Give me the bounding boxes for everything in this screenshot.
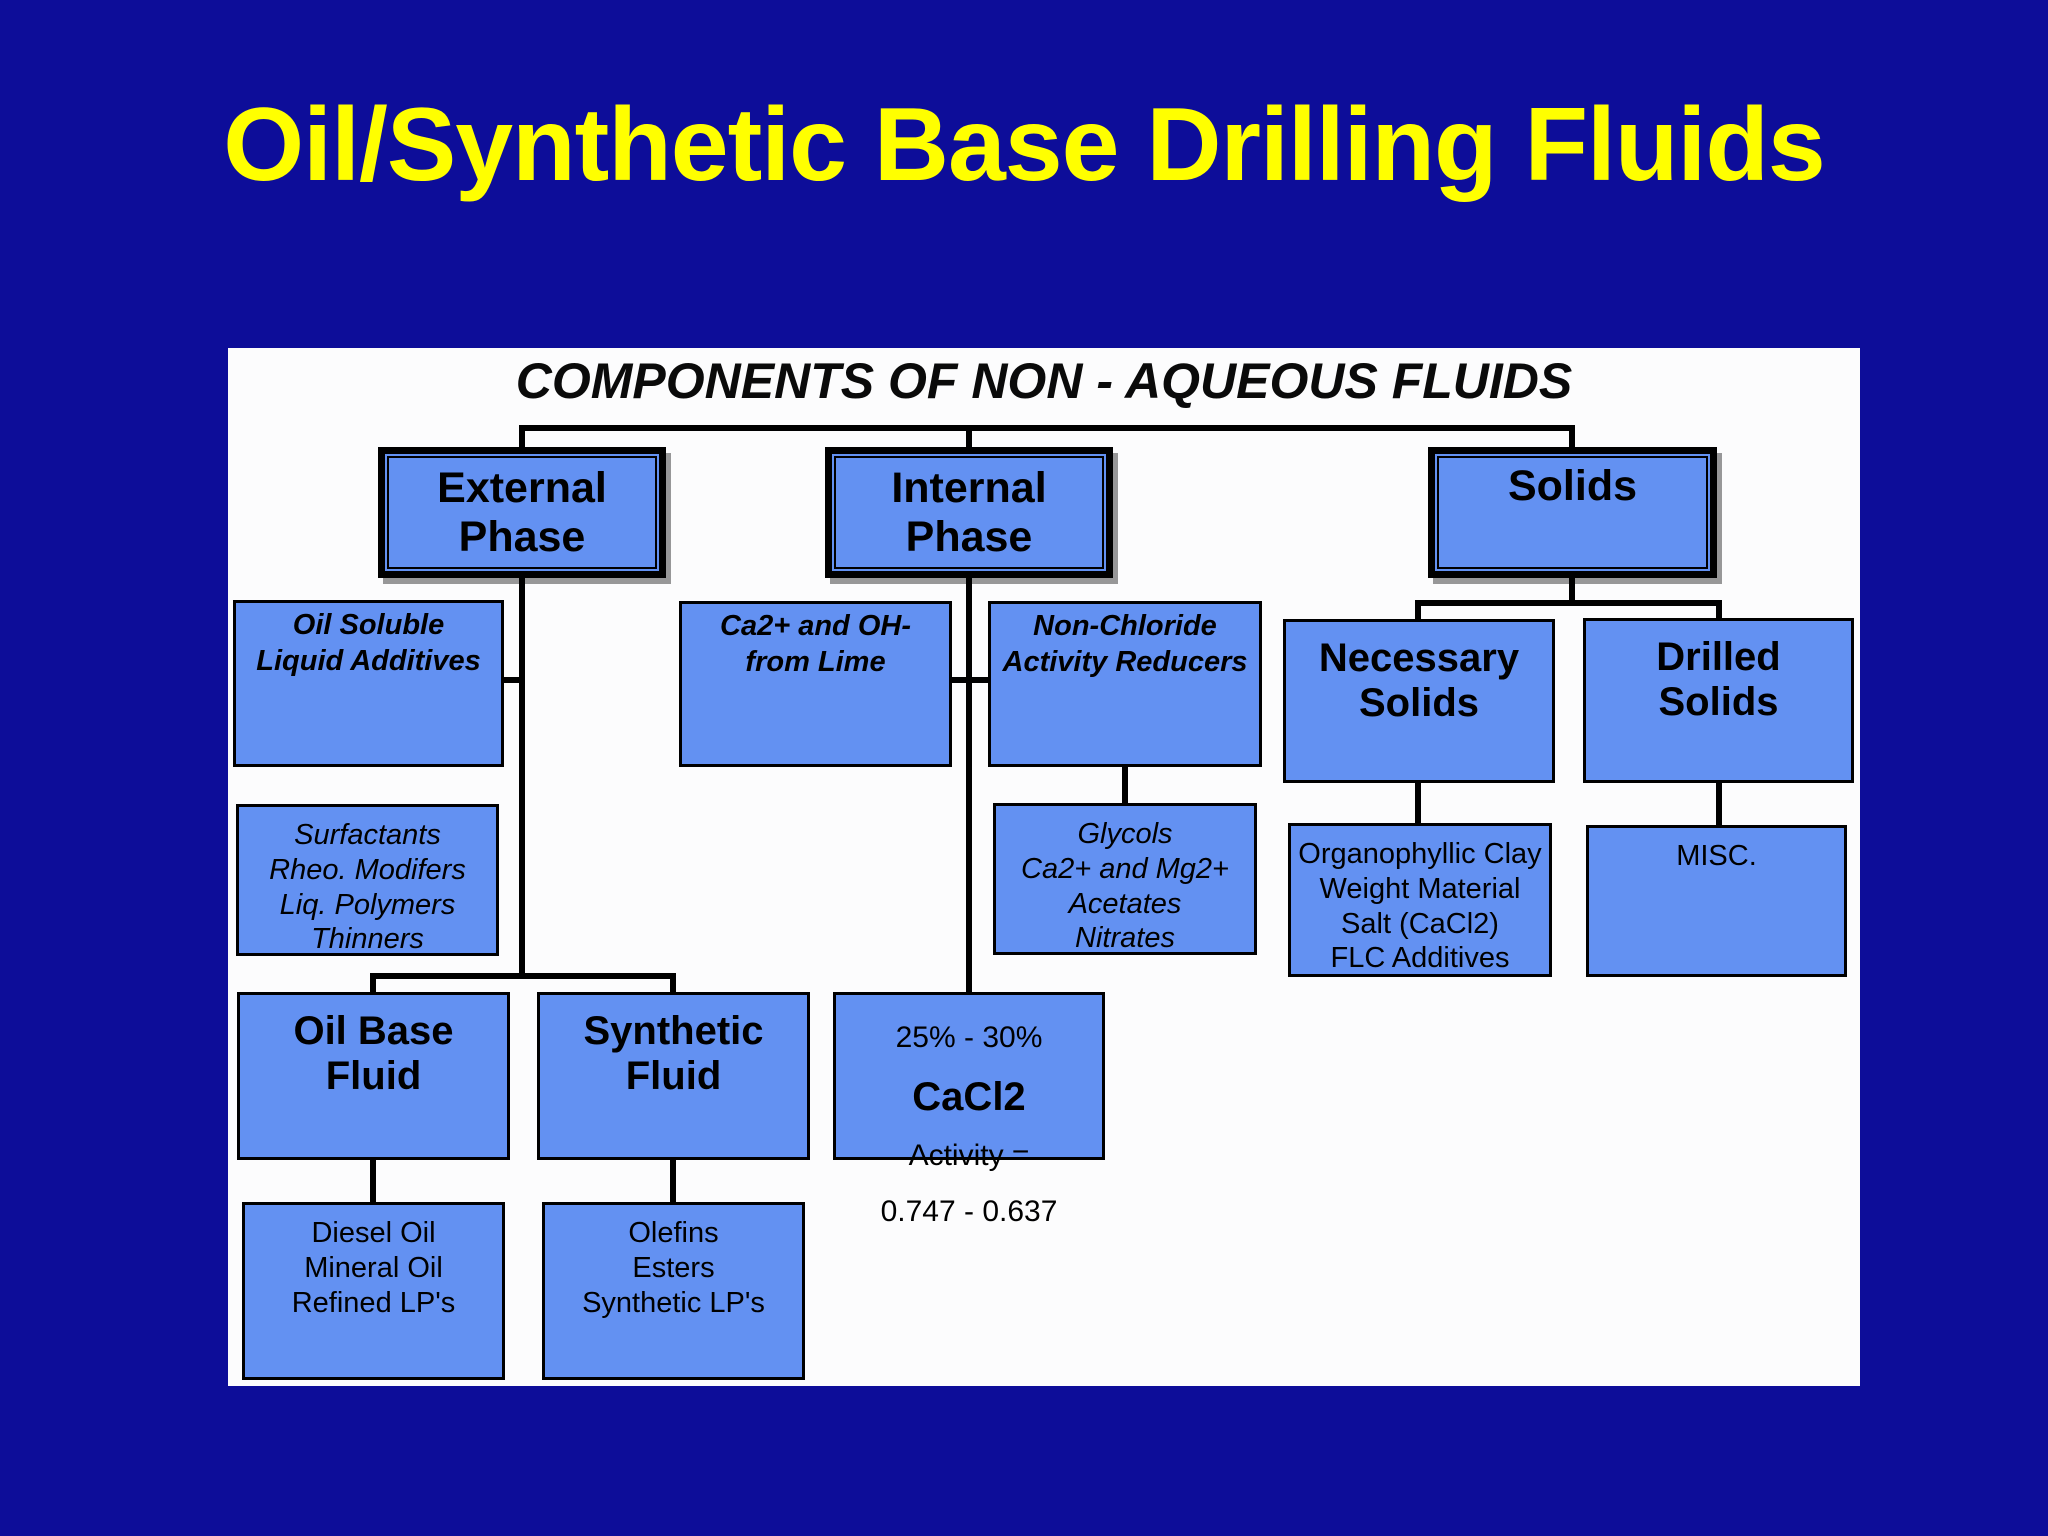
- connector-stub-non-chloride: [966, 677, 992, 683]
- node-cacl2: 25% - 30% CaCl2 Activity = 0.747 - 0.637: [833, 992, 1105, 1228]
- node-synthetic-fluid: Synthetic Fluid: [537, 992, 810, 1160]
- connector-external-vertical: [519, 576, 525, 979]
- connector-drilled-to-misc: [1716, 781, 1722, 827]
- node-diesel-list: Diesel Oil Mineral Oil Refined LP's: [242, 1202, 505, 1380]
- node-oil-soluble-liquid-additives: Oil Soluble Liquid Additives: [233, 600, 504, 767]
- cacl2-activity-range: 0.747 - 0.637: [880, 1195, 1058, 1228]
- connector-drop-oil-base: [370, 973, 376, 994]
- connector-drop-drilled: [1716, 600, 1722, 621]
- node-necessary-solids: Necessary Solids: [1283, 619, 1555, 783]
- connector-drop-synthetic: [670, 973, 676, 994]
- cacl2-activity-label: Activity =: [908, 1139, 1030, 1172]
- connector-stub-oil-soluble: [501, 677, 525, 683]
- connector-internal-vertical: [966, 576, 972, 994]
- connector-solids-horizontal: [1415, 600, 1722, 606]
- node-oil-base-fluid: Oil Base Fluid: [237, 992, 510, 1160]
- node-internal-phase: Internal Phase: [825, 447, 1113, 578]
- node-necessary-solids-list: Organophyllic Clay Weight Material Salt …: [1288, 823, 1552, 977]
- slide-title: Oil/Synthetic Base Drilling Fluids: [223, 87, 1825, 203]
- connector-stub-ca-oh: [950, 677, 972, 683]
- connector-solids-vertical: [1569, 576, 1575, 603]
- cacl2-percentage: 25% - 30%: [895, 1021, 1043, 1054]
- node-surfactants-list: Surfactants Rheo. Modifers Liq. Polymers…: [236, 804, 499, 956]
- node-ca-oh-from-lime: Ca2+ and OH- from Lime: [679, 601, 952, 767]
- connector-fluids-horizontal: [370, 973, 676, 979]
- connector-drop-internal: [966, 425, 972, 449]
- node-external-phase: External Phase: [378, 447, 666, 578]
- connector-oil-base-to-diesel: [370, 1158, 376, 1204]
- connector-drop-necessary: [1415, 600, 1421, 622]
- connector-main-horizontal: [519, 425, 1575, 431]
- connector-non-chloride-to-glycols: [1122, 765, 1128, 805]
- node-glycols-list: Glycols Ca2+ and Mg2+ Acetates Nitrates: [993, 803, 1257, 955]
- node-non-chloride-activity-reducers: Non-Chloride Activity Reducers: [988, 601, 1262, 767]
- cacl2-name: CaCl2: [912, 1075, 1026, 1119]
- diagram-header: COMPONENTS OF NON - AQUEOUS FLUIDS: [515, 353, 1573, 409]
- connector-drop-external: [519, 425, 525, 449]
- node-drilled-solids: Drilled Solids: [1583, 618, 1854, 783]
- connector-necessary-to-list: [1415, 781, 1421, 825]
- connector-synthetic-to-olefins: [670, 1158, 676, 1204]
- node-solids: Solids: [1428, 447, 1717, 578]
- node-olefins-list: Olefins Esters Synthetic LP's: [542, 1202, 805, 1380]
- node-misc: MISC.: [1586, 825, 1847, 977]
- connector-drop-solids: [1569, 425, 1575, 449]
